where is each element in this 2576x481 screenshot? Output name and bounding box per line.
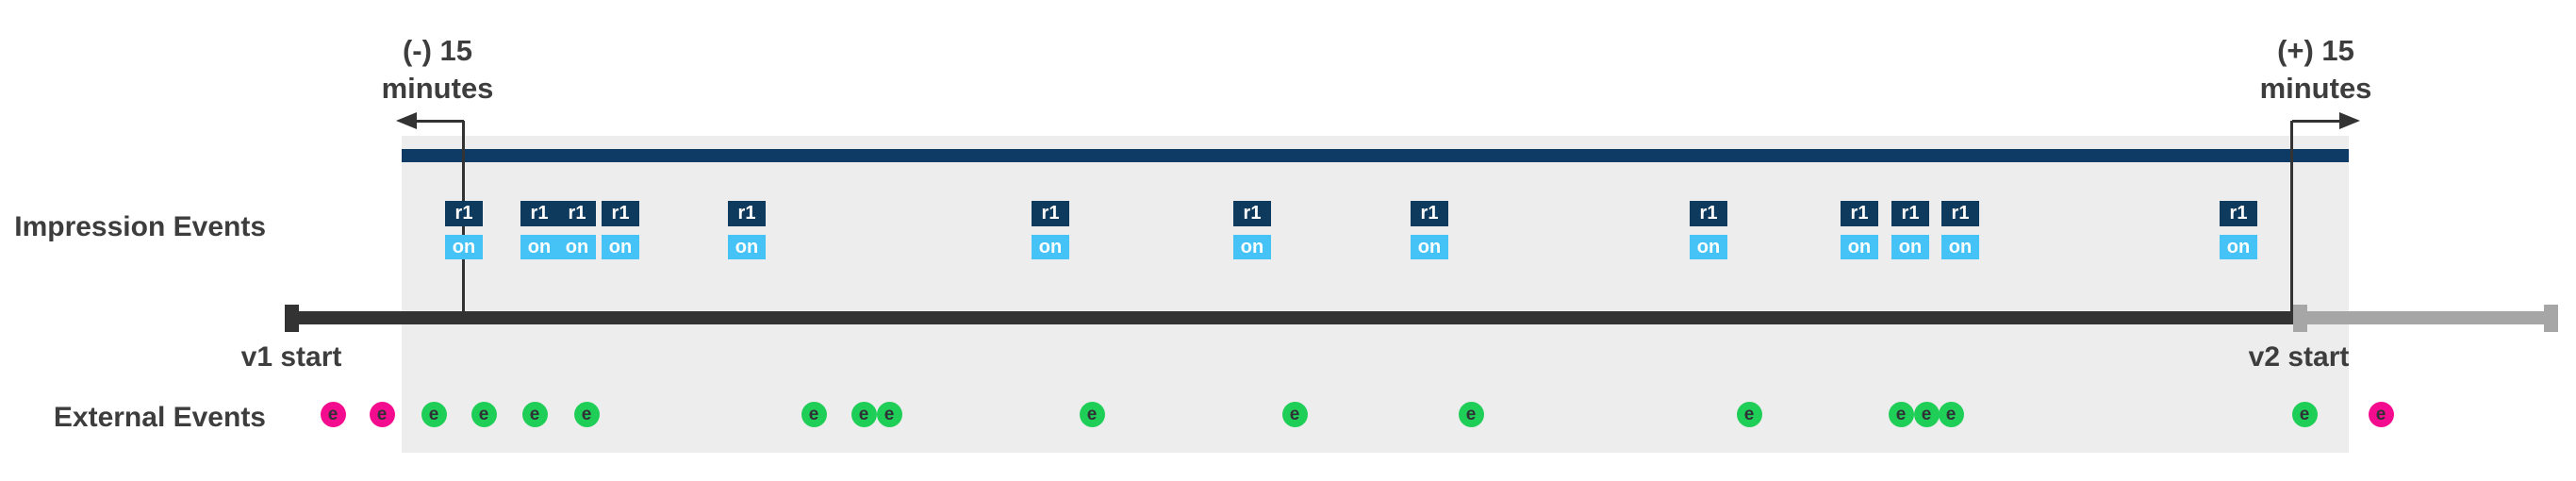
impression-state-marker: on <box>602 235 639 259</box>
impression-request-marker: r1 <box>1032 201 1069 226</box>
impression-state-marker: on <box>1941 235 1979 259</box>
impression-state-marker: on <box>728 235 766 259</box>
external-event-dot: e <box>1079 402 1105 427</box>
impression-event: r1 on <box>602 201 639 259</box>
impression-request-marker: r1 <box>728 201 766 226</box>
external-events-row-label: External Events <box>53 402 266 433</box>
external-event-dot: e <box>876 402 902 427</box>
impression-event: r1 on <box>520 201 558 259</box>
external-event-dot: e <box>2368 402 2394 427</box>
external-event-dot: e <box>369 402 395 427</box>
v2-start-label: v2 start <box>2248 341 2350 373</box>
external-event-dot: e <box>1736 402 1762 427</box>
plus-window-boundary-line <box>2290 121 2293 312</box>
impression-state-marker: on <box>1690 235 1727 259</box>
external-event-dot: e <box>1913 402 1940 427</box>
impression-events-row-label: Impression Events <box>14 211 266 242</box>
external-event-dot: e <box>801 402 827 427</box>
impression-event: r1 on <box>1032 201 1069 259</box>
impression-event: r1 on <box>1941 201 1979 259</box>
impression-event: r1 on <box>1891 201 1929 259</box>
timeline-v2-segment <box>2293 311 2558 324</box>
impression-request-marker: r1 <box>445 201 483 226</box>
external-event-dot: e <box>1458 402 1484 427</box>
impression-request-marker: r1 <box>1233 201 1271 226</box>
impression-state-marker: on <box>1233 235 1271 259</box>
impression-state-marker: on <box>558 235 596 259</box>
impression-event: r1 on <box>445 201 483 259</box>
arrow-right-icon <box>2339 112 2360 129</box>
timeline-end-cap <box>2544 305 2558 332</box>
external-event-dot: e <box>471 402 497 427</box>
external-event-dot: e <box>573 402 600 427</box>
v1-start-label: v1 start <box>240 341 342 373</box>
external-event-dot: e <box>421 402 447 427</box>
impression-request-marker: r1 <box>558 201 596 226</box>
impression-event: r1 on <box>728 201 766 259</box>
minus-15-annotation: (-) 15 minutes <box>382 32 494 108</box>
impression-event: r1 on <box>1411 201 1448 259</box>
impression-request-marker: r1 <box>1891 201 1929 226</box>
external-event-dot: e <box>521 402 548 427</box>
timeline-v1-segment <box>285 311 2293 324</box>
external-event-dot: e <box>1938 402 1964 427</box>
impression-state-marker: on <box>1411 235 1448 259</box>
impression-request-marker: r1 <box>1690 201 1727 226</box>
v1-start-cap <box>285 305 299 332</box>
minus-15-line1: (-) 15 <box>402 34 473 67</box>
impression-event: r1 on <box>1841 201 1878 259</box>
impression-state-marker: on <box>445 235 483 259</box>
impression-state-marker: on <box>2220 235 2257 259</box>
impression-event: r1 on <box>1233 201 1271 259</box>
plus-15-line1: (+) 15 <box>2277 34 2354 67</box>
impression-state-marker: on <box>1032 235 1069 259</box>
external-event-dot: e <box>1888 402 1914 427</box>
v2-start-cap <box>2293 305 2307 332</box>
impression-event: r1 on <box>2220 201 2257 259</box>
plus-15-annotation: (+) 15 minutes <box>2260 32 2372 108</box>
analysis-window-band <box>402 136 2349 453</box>
impression-state-marker: on <box>1891 235 1929 259</box>
impression-state-marker: on <box>1841 235 1878 259</box>
impression-state-marker: on <box>520 235 558 259</box>
external-event-dot: e <box>850 402 877 427</box>
impression-request-marker: r1 <box>2220 201 2257 226</box>
minus-15-line2: minutes <box>381 72 494 105</box>
arrow-left-icon <box>396 112 417 129</box>
impression-request-marker: r1 <box>1841 201 1878 226</box>
impression-event: r1 on <box>1690 201 1727 259</box>
minus-15-arrow <box>415 120 464 123</box>
plus-15-arrow <box>2292 120 2341 123</box>
impression-request-marker: r1 <box>1941 201 1979 226</box>
campaign-active-bar <box>402 149 2349 162</box>
external-event-dot: e <box>1281 402 1308 427</box>
impression-request-marker: r1 <box>1411 201 1448 226</box>
external-event-dot: e <box>320 402 346 427</box>
plus-15-line2: minutes <box>2259 72 2372 105</box>
impression-request-marker: r1 <box>520 201 558 226</box>
impression-request-marker: r1 <box>602 201 639 226</box>
external-event-dot: e <box>2291 402 2318 427</box>
impression-event: r1 on <box>558 201 596 259</box>
